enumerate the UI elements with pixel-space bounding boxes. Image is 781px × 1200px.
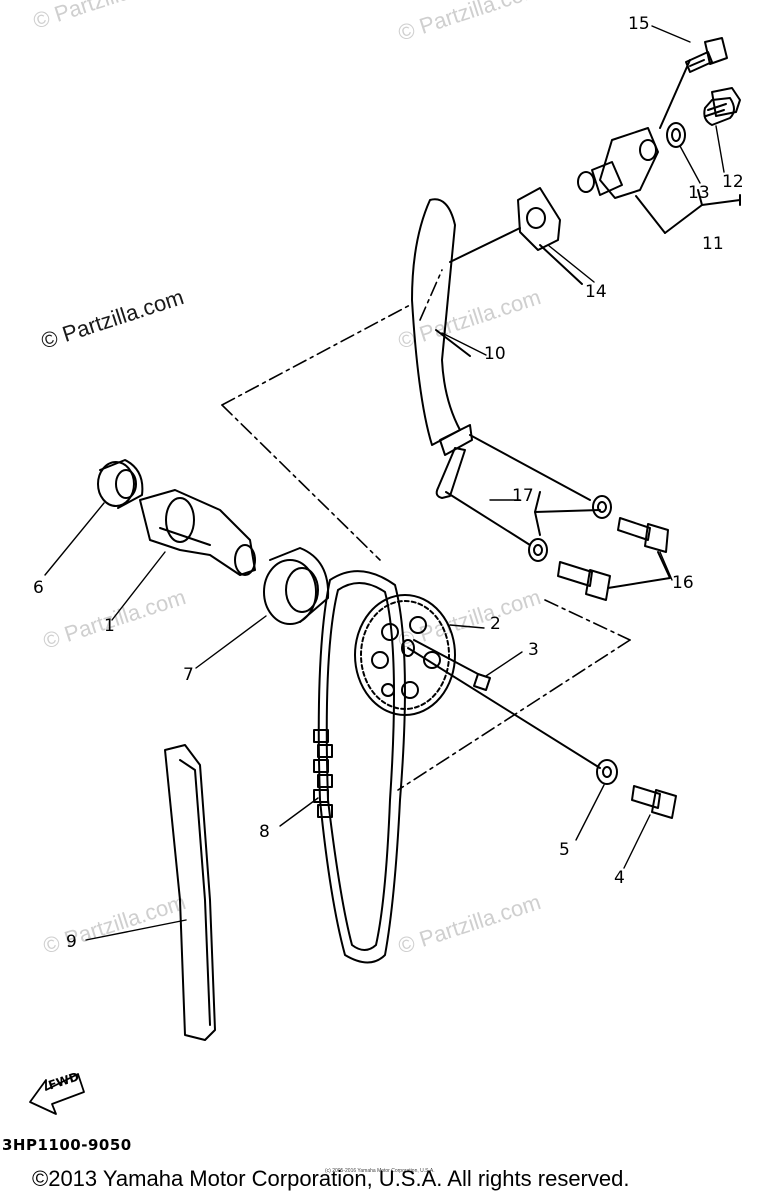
alignment-plane-lines [221, 269, 631, 791]
callout-2: 2 [490, 614, 501, 634]
callout-11: 11 [702, 234, 724, 254]
callout-15: 15 [628, 14, 650, 34]
tiny-copyright: (c) 2005-2016 Yamaha Motor Corporation, … [325, 1168, 435, 1174]
bolt-15 [685, 37, 728, 73]
leader-lines [44, 25, 725, 941]
tensioner-11 [577, 127, 741, 234]
callout-17: 17 [512, 486, 534, 506]
camshaft-1 [139, 489, 256, 576]
callout-4: 4 [614, 868, 625, 888]
chain-guide-9 [164, 744, 216, 1041]
cam-sprocket-2 [354, 594, 456, 716]
callout-13: 13 [688, 183, 710, 203]
callout-6: 6 [33, 578, 44, 598]
bearing-7 [263, 547, 330, 625]
callout-3: 3 [528, 640, 539, 660]
callout-16: 16 [672, 573, 694, 593]
callout-7: 7 [183, 665, 194, 685]
fwd-arrow-icon [29, 1073, 85, 1115]
callout-5: 5 [559, 840, 570, 860]
plug-12 [703, 87, 741, 126]
callout-1: 1 [104, 616, 115, 636]
dowel-pin-3 [473, 673, 491, 691]
callout-10: 10 [484, 344, 506, 364]
washer-17b [528, 538, 548, 562]
timing-chain-8 [313, 570, 406, 964]
callout-14: 14 [585, 282, 607, 302]
bearing-6 [97, 459, 144, 509]
callout-9: 9 [66, 932, 77, 952]
callout-8: 8 [259, 822, 270, 842]
bolt-16b [557, 561, 611, 601]
bolt-16a [617, 517, 669, 553]
gasket-14 [517, 187, 561, 251]
chain-guide-10 [411, 198, 473, 499]
gasket-13 [666, 122, 686, 148]
washer-17a [592, 495, 612, 519]
diagram-part-code: 3HP1100-9050 [2, 1136, 132, 1154]
callout-12: 12 [722, 172, 744, 192]
washer-5 [596, 759, 618, 785]
bolt-4 [631, 785, 677, 819]
copyright-notice: ©2013 Yamaha Motor Corporation, U.S.A. A… [32, 1166, 630, 1191]
